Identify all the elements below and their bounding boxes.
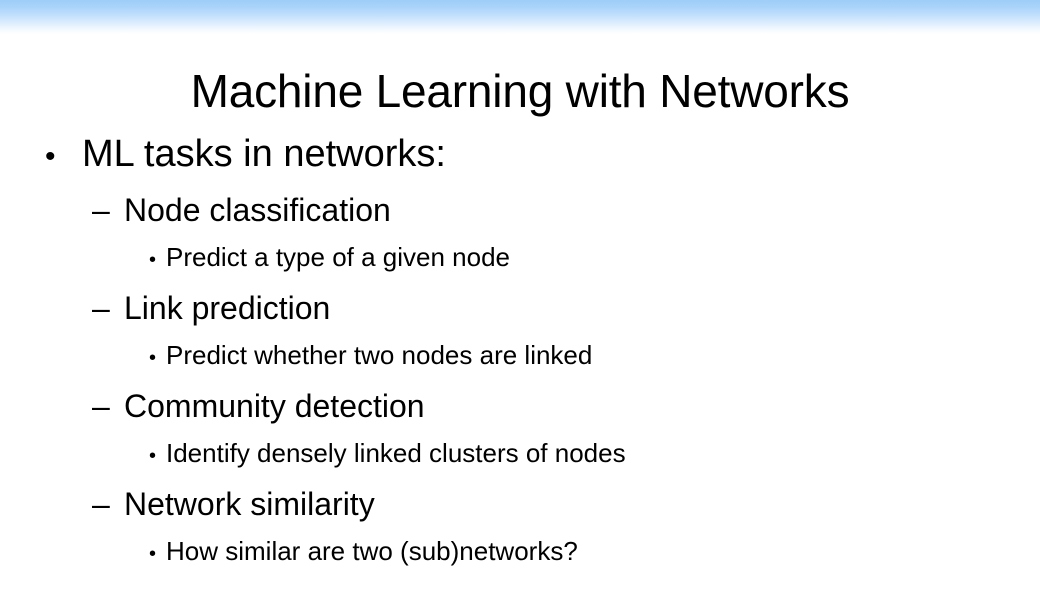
outline-item-level2: – Network similarity [0, 479, 1040, 529]
outline-item-text: Link prediction [124, 290, 331, 326]
outline-item-text: Predict whether two nodes are linked [166, 340, 593, 370]
outline-item-level3: • Predict whether two nodes are linked [0, 333, 1040, 381]
bullet-marker-icon: • [45, 140, 56, 173]
outline-item-text: Node classification [124, 192, 391, 228]
dash-marker-icon: – [92, 192, 110, 228]
outline-item-level2: – Link prediction [0, 283, 1040, 333]
bullet-marker-icon: • [149, 347, 157, 369]
slide-body-outline: • ML tasks in networks: – Node classific… [0, 126, 1040, 577]
outline-item-text: How similar are two (sub)networks? [166, 536, 578, 566]
outline-item-level3: • Identify densely linked clusters of no… [0, 431, 1040, 479]
dash-marker-icon: – [92, 486, 110, 522]
slide-title: Machine Learning with Networks [190, 64, 850, 117]
outline-item-text: ML tasks in networks: [82, 133, 446, 175]
outline-item-text: Predict a type of a given node [166, 242, 511, 272]
dash-marker-icon: – [92, 388, 110, 424]
dash-marker-icon: – [92, 290, 110, 326]
bullet-marker-icon: • [149, 543, 157, 565]
outline-item-text: Identify densely linked clusters of node… [166, 438, 626, 468]
outline-item-level2: – Community detection [0, 381, 1040, 431]
bullet-marker-icon: • [149, 445, 157, 467]
outline-item-level3: • How similar are two (sub)networks? [0, 529, 1040, 577]
outline-item-text: Network similarity [124, 486, 375, 522]
outline-item-text: Community detection [124, 388, 425, 424]
outline-item-level1: • ML tasks in networks: [0, 126, 1040, 185]
decorative-top-gradient-band [0, 0, 1040, 34]
outline-item-level2: – Node classification [0, 185, 1040, 235]
bullet-marker-icon: • [149, 249, 157, 271]
outline-item-level3: • Predict a type of a given node [0, 235, 1040, 283]
